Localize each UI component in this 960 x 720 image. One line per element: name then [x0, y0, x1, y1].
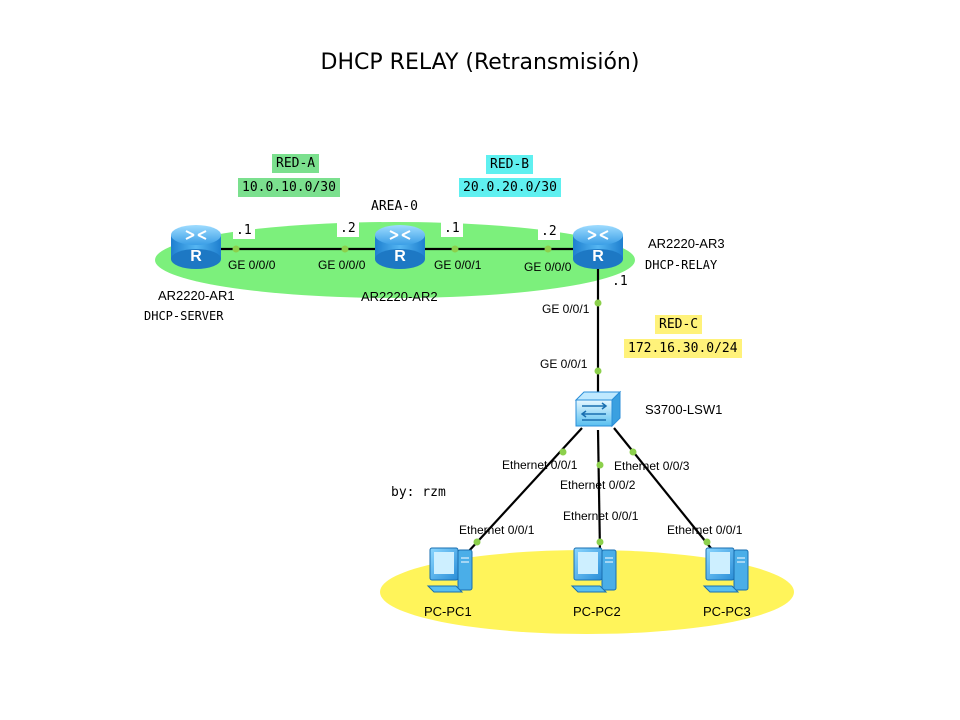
- diagram-title: DHCP RELAY (Retransmisión): [320, 50, 640, 75]
- interface-label: GE 0/0/1: [434, 258, 482, 272]
- interface-label: Ethernet 0/0/1: [502, 458, 578, 472]
- port-dot: [594, 367, 602, 375]
- interface-label: GE 0/0/0: [318, 258, 366, 272]
- author-note: by: rzm: [391, 485, 446, 500]
- port-dot: [703, 538, 711, 546]
- interface-label: GE 0/0/1: [542, 302, 590, 316]
- port-dots: [232, 245, 711, 546]
- router-ar2-icon: [374, 224, 426, 270]
- device-name-ar1: AR2220-AR1: [158, 288, 235, 303]
- interface-label: GE 0/0/0: [524, 260, 572, 274]
- interface-label: GE 0/0/0: [228, 258, 276, 272]
- interface-label: Ethernet 0/0/3: [614, 459, 690, 473]
- port-dot: [232, 245, 240, 253]
- device-name-ar3: AR2220-AR3: [648, 236, 725, 251]
- switch-lsw1-icon: [574, 390, 622, 428]
- port-dot: [629, 448, 637, 456]
- host-id-ar2-a: .2: [337, 220, 359, 237]
- interface-label: GE 0/0/1: [540, 357, 588, 371]
- red-a-subnet: 10.0.10.0/30: [238, 178, 340, 197]
- device-name-pc3: PC-PC3: [703, 604, 751, 619]
- port-dot: [451, 245, 459, 253]
- device-name-pc1: PC-PC1: [424, 604, 472, 619]
- port-dot: [341, 245, 349, 253]
- link-lsw1-pc2: [596, 429, 602, 553]
- port-dot: [596, 538, 604, 546]
- port-dot: [544, 245, 552, 253]
- red-a-label: RED-A: [272, 154, 320, 173]
- red-b-label: RED-B: [486, 155, 534, 174]
- area-label: AREA-0: [371, 199, 418, 214]
- interface-label: Ethernet 0/0/1: [563, 509, 639, 523]
- host-id-ar2-b: .1: [441, 220, 463, 237]
- host-id-ar3-c: .1: [612, 274, 628, 289]
- red-b-subnet: 20.0.20.0/30: [459, 178, 561, 197]
- port-dot: [596, 461, 604, 469]
- interface-label: Ethernet 0/0/1: [667, 523, 743, 537]
- device-name-ar2: AR2220-AR2: [361, 289, 438, 304]
- red-c-label: RED-C: [655, 315, 703, 334]
- interface-label: Ethernet 0/0/2: [560, 478, 636, 492]
- device-name-pc2: PC-PC2: [573, 604, 621, 619]
- link-lsw1-pc3: [613, 427, 715, 553]
- device-role-ar1: DHCP-SERVER: [144, 309, 224, 323]
- router-ar3-icon: [572, 224, 624, 270]
- device-role-ar3: DHCP-RELAY: [645, 258, 718, 272]
- port-dot: [473, 538, 481, 546]
- port-dot: [594, 299, 602, 307]
- red-c-subnet: 172.16.30.0/24: [624, 339, 742, 358]
- host-id-ar3-b: .2: [538, 223, 560, 240]
- router-ar1-icon: [170, 224, 222, 270]
- interface-label: Ethernet 0/0/1: [459, 523, 535, 537]
- port-dot: [559, 448, 567, 456]
- device-name-lsw1: S3700-LSW1: [645, 402, 723, 417]
- host-id-ar1: .1: [233, 222, 255, 239]
